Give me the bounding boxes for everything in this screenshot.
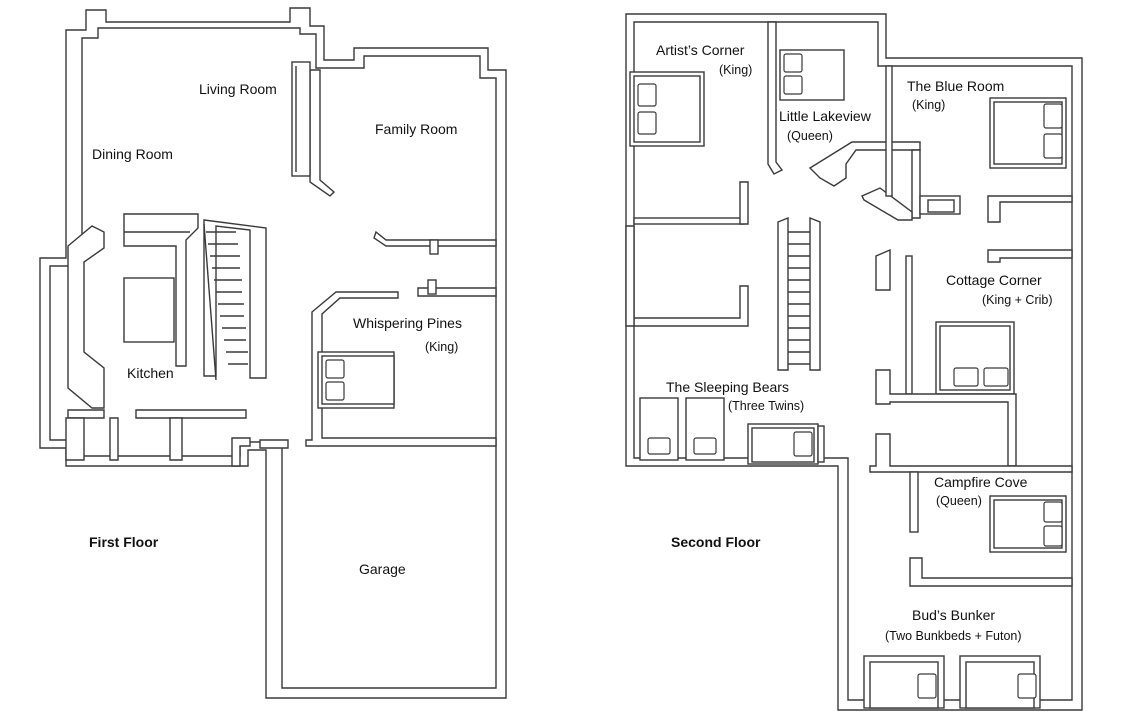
kitchen-counter	[123, 213, 199, 367]
little-lakeview-label: Little Lakeview	[779, 108, 872, 124]
cottage-corner-label: Cottage Corner	[946, 272, 1042, 288]
campfire-cove-bed	[989, 495, 1067, 553]
second-floor-wall-lakeview	[808, 141, 921, 187]
artists-corner-bed-label: (King)	[719, 63, 752, 77]
sleeping-bears-bed-label: (Three Twins)	[728, 399, 804, 413]
artists-corner-label: Artist’s Corner	[656, 42, 745, 58]
blue-room-label: The Blue Room	[907, 78, 1004, 94]
second-floor-wall-blue-room	[885, 65, 893, 197]
first-floor-wall-kitchen-lower	[67, 409, 105, 419]
living-room-label: Living Room	[199, 81, 277, 97]
dining-room-label: Dining Room	[92, 146, 173, 162]
artists-corner-bed	[629, 71, 705, 147]
first-floor-bay-window	[67, 225, 105, 409]
campfire-cove-bed-label: (Queen)	[936, 494, 982, 508]
sleeping-bears-beds	[639, 397, 825, 465]
cottage-corner-bed-label: (King + Crib)	[982, 293, 1053, 307]
first-floor-title: First Floor	[89, 534, 159, 550]
second-floor-staircase	[777, 216, 821, 371]
little-lakeview-bed	[779, 49, 845, 101]
sleeping-bears-label: The Sleeping Bears	[666, 379, 789, 395]
whispering-pines-label: Whispering Pines	[353, 315, 462, 331]
first-floor-wall-whispering-pines	[305, 291, 497, 447]
second-floor-plan	[625, 13, 1083, 711]
second-floor-wall-artists	[767, 21, 784, 175]
garage-label: Garage	[359, 561, 406, 577]
whispering-pines-bed	[317, 351, 395, 409]
buds-bunker-bunkbeds	[863, 655, 1041, 709]
campfire-cove-label: Campfire Cove	[934, 474, 1028, 490]
buds-bunker-label: Bud’s Bunker	[912, 607, 995, 623]
first-floor-staircase	[203, 219, 267, 381]
first-floor-wall-living-family	[309, 69, 336, 197]
first-floor-fireplace	[291, 61, 311, 177]
first-floor-plan	[39, 7, 507, 699]
second-floor-title: Second Floor	[671, 534, 761, 550]
family-room-label: Family Room	[375, 121, 457, 137]
second-floor-wall-left-mid	[633, 285, 749, 327]
kitchen-label: Kitchen	[127, 365, 174, 381]
blue-room-bed-label: (King)	[912, 98, 945, 112]
buds-bunker-bed-label: (Two Bunkbeds + Futon)	[885, 629, 1022, 643]
kitchen-island	[123, 277, 175, 343]
little-lakeview-bed-label: (Queen)	[787, 129, 833, 143]
second-floor-wall-campfire	[909, 471, 919, 533]
first-floor-wall-hall	[417, 287, 497, 297]
whispering-pines-bed-label: (King)	[425, 340, 458, 354]
second-floor-wall-cottage	[875, 248, 891, 291]
cottage-corner-bed	[935, 321, 1015, 395]
blue-room-bed	[989, 97, 1067, 169]
first-floor-wall-family-lower	[373, 230, 497, 247]
